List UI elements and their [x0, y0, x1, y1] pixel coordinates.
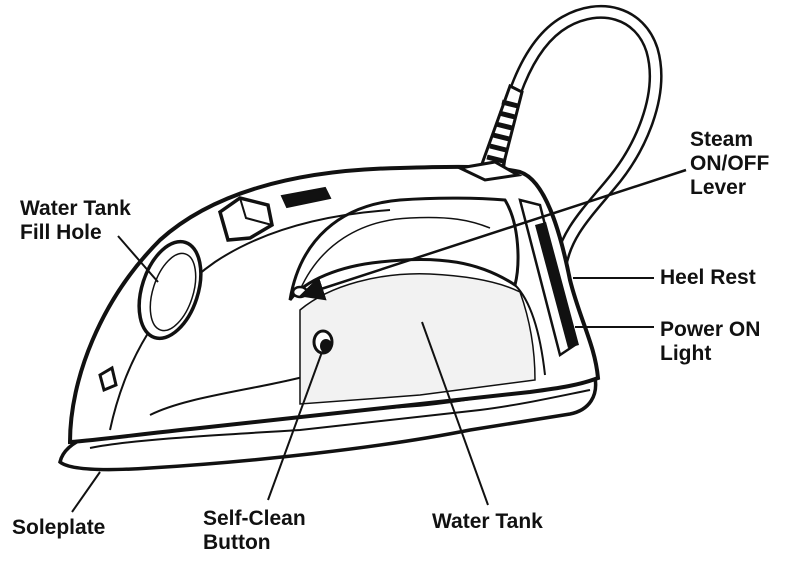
label-steam-lever: Steam ON/OFF Lever: [690, 128, 769, 200]
label-power-light-line1: Power ON: [660, 318, 761, 341]
steam-lever-top: [455, 160, 523, 182]
label-water-tank-fill-hole-line2: Fill Hole: [20, 221, 102, 244]
label-power-light: Power ON Light: [660, 318, 760, 366]
label-steam-lever-line2: ON/OFF: [690, 152, 770, 175]
leader-self-clean: [267, 351, 323, 501]
label-self-clean-line2: Button: [203, 531, 271, 554]
label-heel-rest-line1: Heel Rest: [660, 266, 756, 289]
leader-water-tank: [421, 321, 489, 506]
leader-soleplate: [71, 471, 101, 513]
label-heel-rest: Heel Rest: [660, 266, 756, 290]
label-soleplate-line1: Soleplate: [12, 516, 106, 539]
leader-fill-hole: [117, 235, 159, 283]
label-steam-lever-line3: Lever: [690, 176, 747, 199]
label-water-tank: Water Tank: [432, 510, 543, 534]
leader-steam-lever: [298, 168, 687, 301]
power-light-shape: [535, 222, 579, 348]
handle-opening: [288, 196, 520, 301]
temperature-dial: [280, 186, 332, 209]
spray-nozzle: [98, 365, 118, 393]
water-tank-shape: [299, 273, 536, 405]
label-steam-lever-line1: Steam: [690, 128, 754, 151]
label-power-light-line2: Light: [660, 342, 712, 365]
label-soleplate: Soleplate: [12, 516, 105, 540]
label-self-clean: Self-Clean Button: [203, 507, 306, 555]
label-water-tank-fill-hole: Water Tank Fill Hole: [20, 197, 131, 245]
label-water-tank-fill-hole-line1: Water Tank: [20, 197, 131, 220]
label-self-clean-line1: Self-Clean: [203, 507, 306, 530]
label-water-tank-line1: Water Tank: [432, 510, 543, 533]
